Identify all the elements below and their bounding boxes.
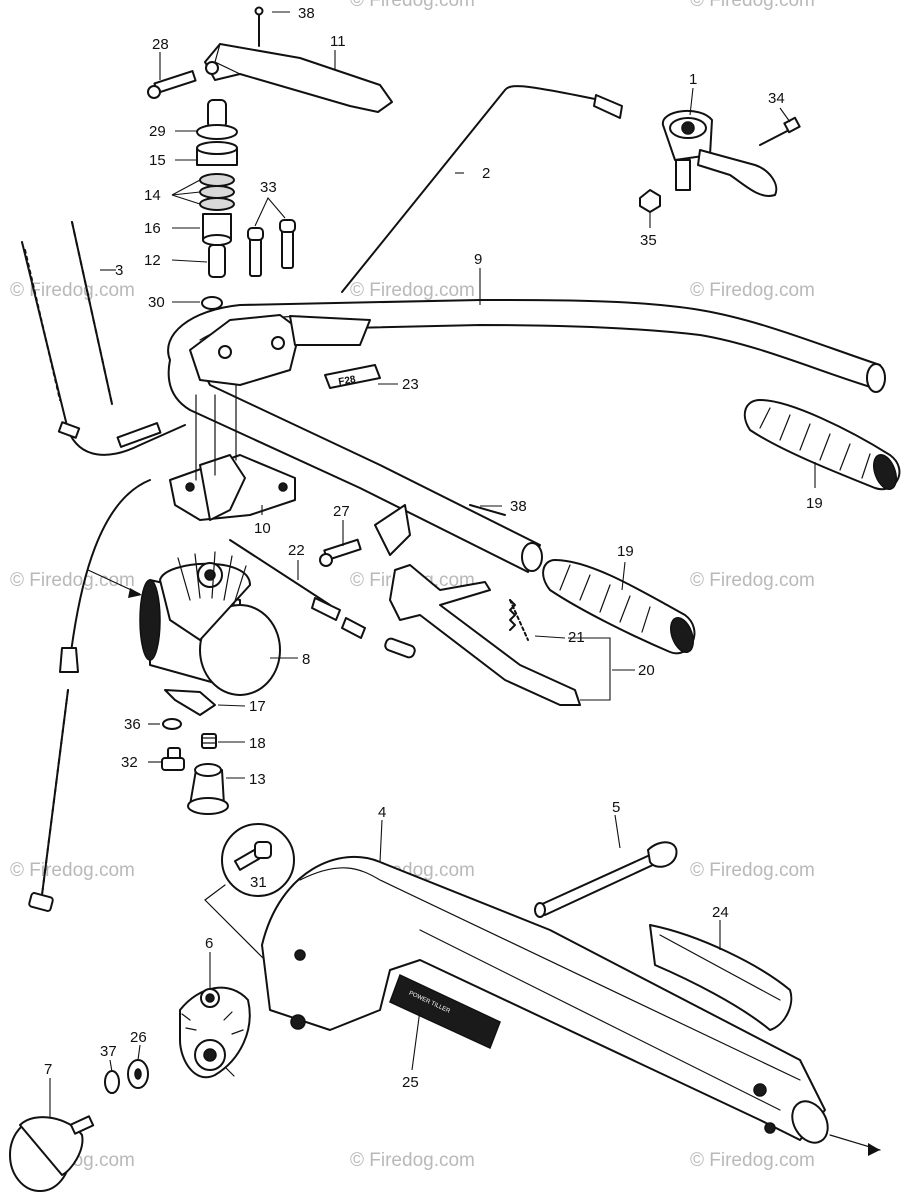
callout-13: 13 <box>249 771 266 788</box>
column-part-4 <box>261 855 881 1156</box>
callout-24: 24 <box>712 904 729 921</box>
callout-12: 12 <box>144 252 161 269</box>
lever-part-11 <box>204 6 393 113</box>
callout-20: 20 <box>638 662 655 679</box>
callout-32: 32 <box>121 754 138 771</box>
cable-long-left <box>28 479 151 912</box>
lever-part-20 <box>319 504 581 706</box>
callout-1: 1 <box>689 71 697 88</box>
clamp-part-10 <box>169 384 296 521</box>
callout-5: 5 <box>612 799 620 816</box>
callout-37: 37 <box>100 1043 117 1060</box>
callout-6: 6 <box>205 935 213 952</box>
callout-28: 28 <box>152 36 169 53</box>
grip-part-19-top <box>743 399 901 491</box>
shaft-stack <box>196 99 238 310</box>
callout-3: 3 <box>115 262 123 279</box>
plate-part-23: F28 <box>324 364 381 389</box>
callout-11: 11 <box>330 33 346 50</box>
leader-lines <box>49 11 816 1118</box>
bolt-detail-31 <box>204 823 295 961</box>
bracket-part-6 <box>179 986 251 1079</box>
knob-part-7 <box>9 1115 95 1192</box>
callout-8: 8 <box>302 651 310 668</box>
callout-38-lower: 38 <box>510 498 527 515</box>
callout-22: 22 <box>288 542 305 559</box>
callout-36: 36 <box>124 716 141 733</box>
callout-7: 7 <box>44 1061 52 1078</box>
watermark-text: © Firedog.com <box>690 280 815 301</box>
small-parts-38-21 <box>469 504 516 631</box>
callout-35: 35 <box>640 232 657 249</box>
callout-34: 34 <box>768 90 785 107</box>
callout-16: 16 <box>144 220 161 237</box>
callout-23: 23 <box>402 376 419 393</box>
bolt-part-28 <box>147 70 197 99</box>
watermark-text: © Firedog.com <box>350 280 475 301</box>
watermark-text: © Firedog.com <box>690 860 815 881</box>
watermark-text: © Firedog.com <box>10 280 135 301</box>
handlebar-part-9 <box>167 299 886 573</box>
cable-part-2 <box>341 85 623 293</box>
arrow-cable-throttle <box>87 569 142 598</box>
callout-21: 21 <box>568 629 585 646</box>
strip-part-24 <box>649 924 793 1031</box>
callout-19-mid: 19 <box>617 543 634 560</box>
callout-2: 2 <box>482 165 490 182</box>
cable-part-22 <box>229 539 416 659</box>
callout-10: 10 <box>254 520 271 537</box>
washers-part-37-26 <box>104 1059 149 1094</box>
watermark-text: © Firedog.com <box>690 570 815 591</box>
callout-27: 27 <box>333 503 350 520</box>
watermark-text: © Firedog.com <box>10 860 135 881</box>
callout-18: 18 <box>249 735 266 752</box>
callout-26: 26 <box>130 1029 147 1046</box>
callout-15: 15 <box>149 152 166 169</box>
callout-9: 9 <box>474 251 482 268</box>
callout-38: 38 <box>298 5 315 22</box>
watermark-text: © Firedog.com <box>350 1150 475 1171</box>
watermark-text: © Firedog.com <box>690 1150 815 1171</box>
callout-31: 31 <box>250 874 267 891</box>
grip-part-19-mid <box>542 559 696 655</box>
callouts: 38 28 11 29 15 14 16 12 30 33 3 2 1 34 3… <box>44 5 823 1091</box>
cable-part-3 <box>21 221 186 456</box>
callout-30: 30 <box>148 294 165 311</box>
callout-17: 17 <box>249 698 266 715</box>
switch-part-1 <box>639 109 801 213</box>
callout-25: 25 <box>402 1074 419 1091</box>
badge-part-25: HONDA POWER TILLER <box>389 971 501 1050</box>
callout-29: 29 <box>149 123 166 140</box>
callout-33: 33 <box>260 179 277 196</box>
small-parts-lower-left <box>161 689 229 815</box>
callout-4: 4 <box>378 804 386 821</box>
plate-label: F28 <box>338 374 357 388</box>
watermark-text: © Firedog.com <box>10 570 135 591</box>
pin-part-5 <box>534 841 678 918</box>
bolts-part-33 <box>247 219 296 277</box>
callout-19-top: 19 <box>806 495 823 512</box>
watermark-text: © Firedog.com <box>690 0 815 11</box>
watermark-text: © Firedog.com <box>350 0 475 11</box>
throttle-part-8 <box>139 551 281 696</box>
callout-14: 14 <box>144 187 161 204</box>
